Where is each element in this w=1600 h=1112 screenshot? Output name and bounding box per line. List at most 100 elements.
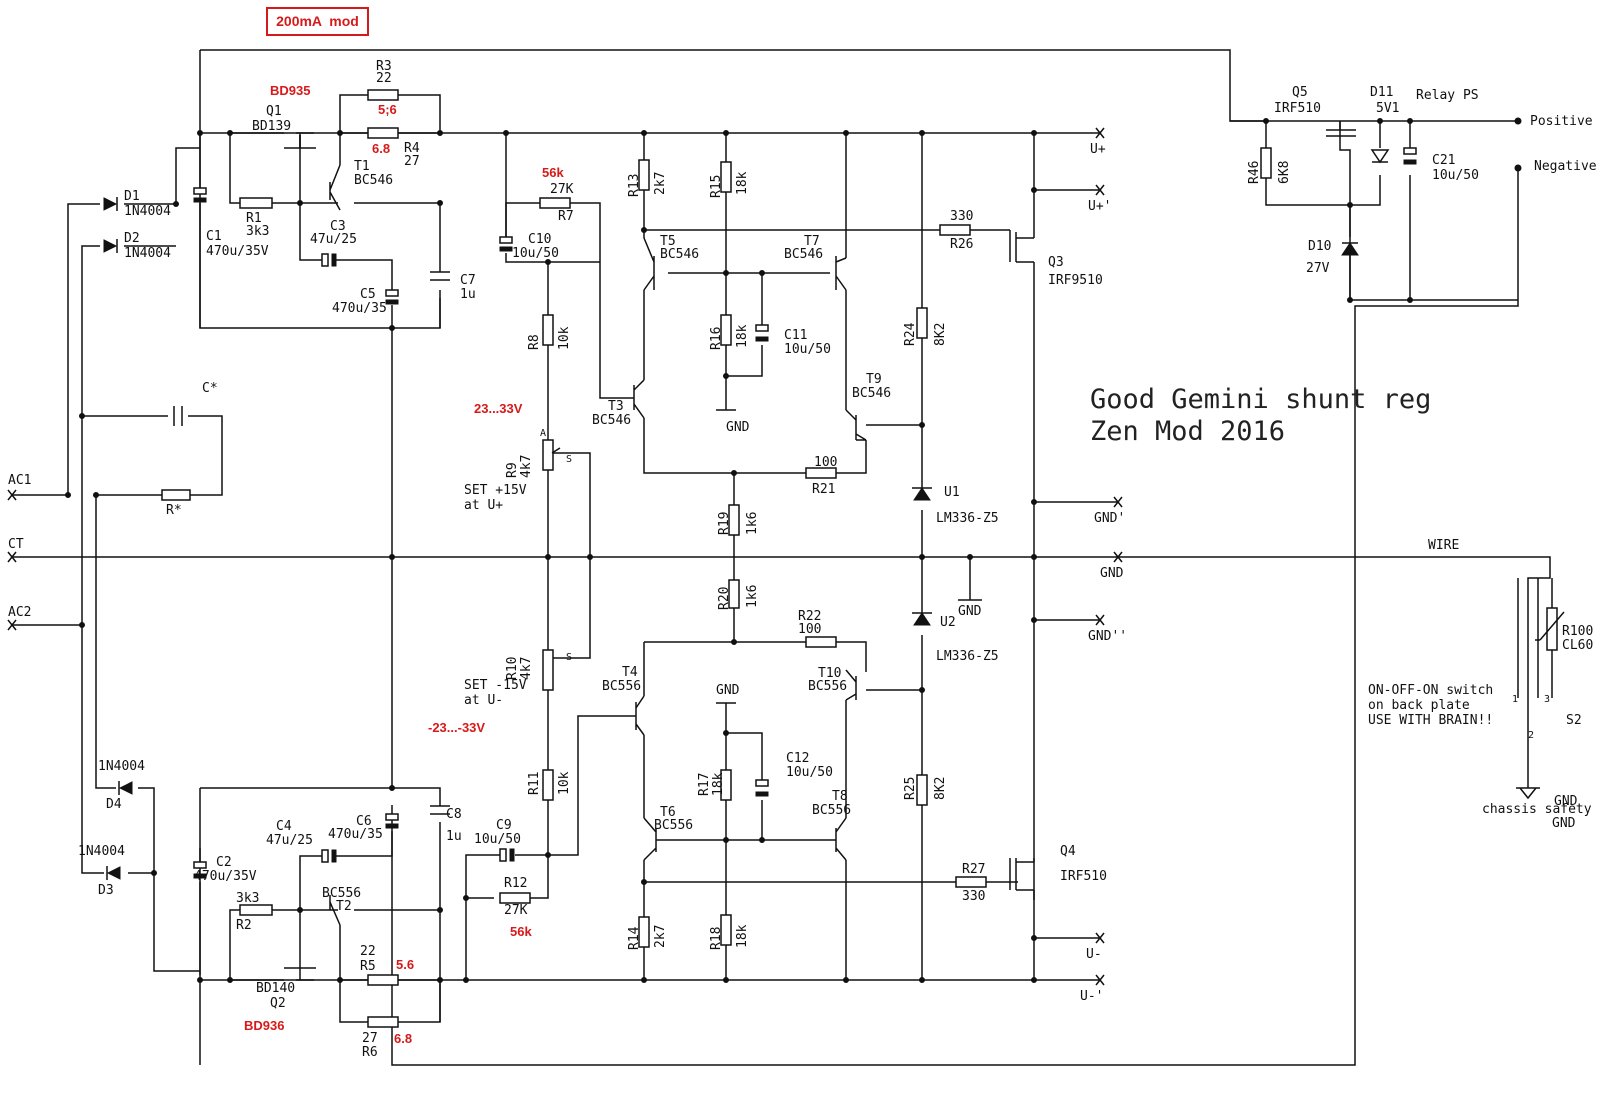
- note-switch-2: on back plate: [1368, 698, 1470, 713]
- label-r27-ref: R27: [962, 862, 985, 877]
- label-q1-ref: Q1: [266, 104, 282, 119]
- label-q2-val: BD140: [256, 981, 295, 996]
- label-t8-ref: T8: [832, 789, 848, 804]
- label-r5-val: 22: [360, 944, 376, 959]
- label-c8-ref: C8: [446, 807, 462, 822]
- label-t6-val: BC556: [654, 818, 693, 833]
- terminal-u-minus2-label: U-': [1080, 989, 1103, 1004]
- label-r4-alt: 6.8: [372, 141, 390, 156]
- label-r46-ref: R46: [1247, 161, 1262, 184]
- label-r3-ref: R3: [376, 59, 392, 74]
- terminal-u-plus-label: U+: [1090, 142, 1106, 157]
- terminal-gnd1-label: GND': [1094, 511, 1125, 526]
- label-r8-val: 10k: [557, 326, 572, 350]
- label-c8-val: 1u: [446, 829, 462, 844]
- label-r12-alt: 56k: [510, 924, 532, 939]
- wires: [12, 49, 1553, 1066]
- label-d3-val: 1N4004: [78, 844, 125, 859]
- terminal-ct-label: CT: [8, 537, 24, 552]
- note-range-pos: 23...33V: [474, 401, 523, 416]
- label-r22-val: 100: [798, 622, 821, 637]
- note-chassis-2: GND: [1552, 816, 1576, 831]
- title-line-2: Zen Mod 2016: [1090, 416, 1285, 447]
- label-c9-ref: C9: [496, 818, 512, 833]
- label-d3-ref: D3: [98, 883, 114, 898]
- label-t5-ref: T5: [660, 234, 676, 249]
- pin-label-3: 3: [1544, 694, 1550, 705]
- gnd-label-ct: GND: [958, 604, 982, 619]
- label-t10-ref: T10: [818, 666, 841, 681]
- label-r21-val: 100: [814, 455, 837, 470]
- label-c2-ref: C2: [216, 855, 232, 870]
- label-r100-val: CL60: [1562, 638, 1593, 653]
- label-r24-ref: R24: [903, 322, 918, 346]
- label-c7-val: 1u: [460, 287, 476, 302]
- title-line-1: Good Gemini shunt reg: [1090, 384, 1431, 415]
- label-t4-ref: T4: [622, 665, 638, 680]
- note-switch-1: ON-OFF-ON switch: [1368, 683, 1493, 698]
- terminal-ac1-label: AC1: [8, 473, 31, 488]
- label-r10-ref: R10: [505, 657, 520, 680]
- label-r19-val: 1k6: [745, 512, 760, 535]
- note-set-pos-1: SET +15V: [464, 483, 527, 498]
- label-t7-ref: T7: [804, 234, 820, 249]
- label-d1-ref: D1: [124, 189, 140, 204]
- label-r26-ref: R26: [950, 237, 973, 252]
- label-c6-val: 470u/35: [328, 827, 383, 842]
- label-r2-val: 3k3: [236, 891, 259, 906]
- label-u1-ref: U1: [944, 485, 960, 500]
- label-r9-ref: R9: [505, 462, 520, 478]
- label-r27-val: 330: [962, 889, 985, 904]
- label-u2-val: LM336-Z5: [936, 649, 999, 664]
- label-r17-val: 18k: [711, 772, 726, 796]
- label-r6-alt: 6.8: [394, 1031, 412, 1046]
- label-r6-val: 27: [362, 1031, 378, 1046]
- label-q3-ref: Q3: [1048, 255, 1064, 270]
- label-t2-val: BC556: [322, 886, 361, 901]
- label-c10-val: 10u/50: [512, 246, 559, 261]
- component-labels: D1 1N4004 D2 1N4004 1N4004 D4 1N4004 D3 …: [78, 59, 1593, 1060]
- label-c12-ref: C12: [786, 751, 809, 766]
- label-r46-val: 6K8: [1277, 161, 1292, 184]
- label-q2-alt: BD936: [244, 1018, 284, 1033]
- label-d1-val: 1N4004: [124, 204, 171, 219]
- label-c9-val: 10u/50: [474, 832, 521, 847]
- label-d2-val: 1N4004: [124, 246, 171, 261]
- label-t7-val: BC546: [784, 247, 823, 262]
- label-r5-alt: 5.6: [396, 957, 414, 972]
- label-t3-val: BC546: [592, 413, 631, 428]
- label-r26-val: 330: [950, 209, 973, 224]
- terminal-gnd-label: GND: [1100, 566, 1124, 581]
- label-r7-ref: R7: [558, 209, 574, 224]
- label-r7-val: 27K: [550, 182, 574, 197]
- gnd-label-upper: GND: [726, 420, 750, 435]
- note-switch-3: USE WITH BRAIN!!: [1368, 713, 1493, 728]
- label-c11-val: 10u/50: [784, 342, 831, 357]
- label-r4-ref: R4: [404, 141, 420, 156]
- label-c4-ref: C4: [276, 819, 292, 834]
- note-set-neg-2: at U-: [464, 693, 503, 708]
- label-c5-ref: C5: [360, 287, 376, 302]
- label-t5-val: BC546: [660, 247, 699, 262]
- label-q4-val: IRF510: [1060, 869, 1107, 884]
- label-d4-ref: D4: [106, 797, 122, 812]
- label-d11-val: 5V1: [1376, 101, 1399, 116]
- mod-banner: 200mA mod: [266, 7, 369, 36]
- label-q1-alt: BD935: [270, 83, 310, 98]
- label-r1-val: 3k3: [246, 224, 269, 239]
- terminal-u-minus-label: U-: [1086, 947, 1102, 962]
- label-u2-ref: U2: [940, 615, 956, 630]
- terminal-negative-label: Negative: [1534, 159, 1597, 174]
- label-q4-ref: Q4: [1060, 844, 1076, 859]
- terminal-u-plus2-label: U+': [1088, 199, 1111, 214]
- label-r21-ref: R21: [812, 482, 835, 497]
- label-c7-ref: C7: [460, 273, 476, 288]
- label-c3-ref: C3: [330, 219, 346, 234]
- label-rx: R*: [166, 503, 182, 518]
- label-r5-ref: R5: [360, 959, 376, 974]
- label-d10-val: 27V: [1306, 261, 1330, 276]
- note-chassis-1: chassis safety: [1482, 802, 1592, 817]
- label-r17-ref: R17: [697, 773, 712, 796]
- label-t10-val: BC556: [808, 679, 847, 694]
